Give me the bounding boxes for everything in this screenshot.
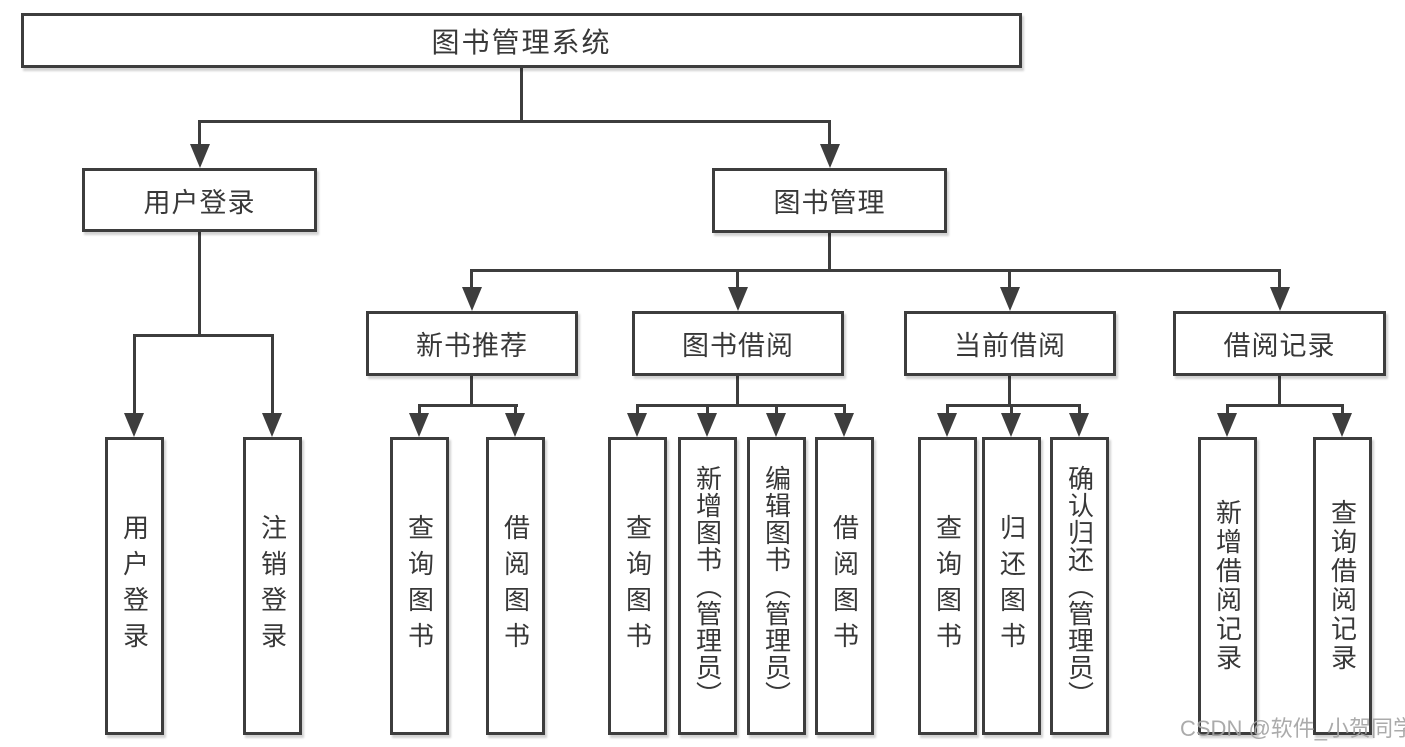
leaf-current-query-books: 查询图书 xyxy=(918,437,977,735)
edge-line xyxy=(1226,404,1229,416)
edge-line xyxy=(843,404,846,416)
leaf-user-login-label: 用户登录 xyxy=(119,514,150,658)
node-book-management-label: 图书管理 xyxy=(773,188,886,218)
node-new-book-recommend-label: 新书推荐 xyxy=(416,331,528,361)
edge-line xyxy=(470,374,473,406)
csdn-watermark: CSDN @软件_小贺同学 xyxy=(1180,716,1405,741)
leaf-borrowing-borrow-books-label: 借阅图书 xyxy=(829,514,860,658)
edge-line xyxy=(418,404,518,407)
edge-line xyxy=(828,120,831,146)
arrow-down-icon xyxy=(190,144,210,168)
arrow-down-icon xyxy=(409,413,429,437)
edge-line xyxy=(1341,404,1344,416)
node-borrowing-records: 借阅记录 xyxy=(1173,311,1386,376)
edge-line xyxy=(636,404,639,416)
edge-line xyxy=(736,374,739,406)
edge-line xyxy=(514,404,517,416)
node-book-management: 图书管理 xyxy=(712,168,947,233)
edge-line xyxy=(1008,269,1011,289)
edge-line xyxy=(198,230,201,336)
leaf-logout-login: 注销登录 xyxy=(243,437,302,735)
edge-line xyxy=(271,334,274,415)
node-borrowing-records-label: 借阅记录 xyxy=(1223,331,1336,361)
edge-line xyxy=(1008,374,1011,406)
node-book-borrowing-label: 图书借阅 xyxy=(682,331,794,361)
edge-line xyxy=(133,334,136,415)
leaf-current-query-books-label: 查询图书 xyxy=(932,514,963,658)
node-book-borrowing: 图书借阅 xyxy=(632,311,844,376)
node-user-login-label: 用户登录 xyxy=(143,187,256,218)
edge-line xyxy=(1010,404,1013,416)
arrow-down-icon xyxy=(1217,413,1237,437)
arrow-down-icon xyxy=(1332,413,1352,437)
arrow-down-icon xyxy=(1270,287,1290,311)
edge-line xyxy=(946,404,949,416)
edge-line xyxy=(828,231,831,271)
edge-line xyxy=(520,66,523,120)
leaf-edit-book-admin: 编辑图书（管理员） xyxy=(747,437,806,735)
arrow-down-icon xyxy=(1069,413,1089,437)
arrow-down-icon xyxy=(262,413,282,437)
leaf-logout-login-label: 注销登录 xyxy=(257,514,288,658)
arrow-down-icon xyxy=(1000,287,1020,311)
leaf-borrowing-borrow-books: 借阅图书 xyxy=(815,437,874,735)
leaf-add-borrow-record-label: 新增借阅记录 xyxy=(1212,499,1243,673)
edge-line xyxy=(470,269,473,289)
leaf-user-login: 用户登录 xyxy=(105,437,164,735)
leaf-borrowing-query-books: 查询图书 xyxy=(608,437,667,735)
arrow-down-icon xyxy=(1001,413,1021,437)
leaf-query-borrow-record: 查询借阅记录 xyxy=(1313,437,1372,735)
edge-line xyxy=(1078,404,1081,416)
leaf-return-books-label: 归还图书 xyxy=(996,514,1027,658)
leaf-recommend-borrow-books-label: 借阅图书 xyxy=(500,514,531,658)
arrow-down-icon xyxy=(820,144,840,168)
edge-line xyxy=(1278,374,1281,406)
arrow-down-icon xyxy=(728,287,748,311)
leaf-confirm-return-admin: 确认归还（管理员） xyxy=(1050,437,1109,735)
arrow-down-icon xyxy=(937,413,957,437)
arrow-down-icon xyxy=(124,413,144,437)
arrow-down-icon xyxy=(766,413,786,437)
edge-line xyxy=(198,120,201,146)
edge-line xyxy=(133,334,274,337)
leaf-return-books: 归还图书 xyxy=(982,437,1041,735)
leaf-add-book-admin-label: 新增图书（管理员） xyxy=(692,464,723,708)
node-user-login: 用户登录 xyxy=(82,168,317,232)
node-root-label: 图书管理系统 xyxy=(431,26,612,58)
leaf-confirm-return-admin-label: 确认归还（管理员） xyxy=(1064,464,1095,708)
node-current-borrowing: 当前借阅 xyxy=(904,311,1116,376)
node-root: 图书管理系统 xyxy=(21,13,1022,68)
leaf-add-book-admin: 新增图书（管理员） xyxy=(678,437,737,735)
edge-line xyxy=(1278,269,1281,289)
leaf-recommend-query-books-label: 查询图书 xyxy=(404,514,435,658)
edge-line xyxy=(198,120,831,123)
edge-line xyxy=(636,404,846,407)
arrow-down-icon xyxy=(697,413,717,437)
edge-line xyxy=(736,269,739,289)
arrow-down-icon xyxy=(627,413,647,437)
leaf-add-borrow-record: 新增借阅记录 xyxy=(1198,437,1257,735)
leaf-recommend-query-books: 查询图书 xyxy=(390,437,449,735)
edge-line xyxy=(706,404,709,416)
node-current-borrowing-label: 当前借阅 xyxy=(954,331,1066,361)
arrow-down-icon xyxy=(462,287,482,311)
edge-line xyxy=(946,404,1081,407)
edge-line xyxy=(775,404,778,416)
leaf-recommend-borrow-books: 借阅图书 xyxy=(486,437,545,735)
arrow-down-icon xyxy=(834,413,854,437)
edge-line xyxy=(1226,404,1344,407)
leaf-edit-book-admin-label: 编辑图书（管理员） xyxy=(761,464,792,708)
leaf-query-borrow-record-label: 查询借阅记录 xyxy=(1327,499,1358,673)
edge-line xyxy=(418,404,421,416)
edge-line xyxy=(471,269,1281,272)
node-new-book-recommend: 新书推荐 xyxy=(366,311,578,376)
leaf-borrowing-query-books-label: 查询图书 xyxy=(622,514,653,658)
arrow-down-icon xyxy=(505,413,525,437)
